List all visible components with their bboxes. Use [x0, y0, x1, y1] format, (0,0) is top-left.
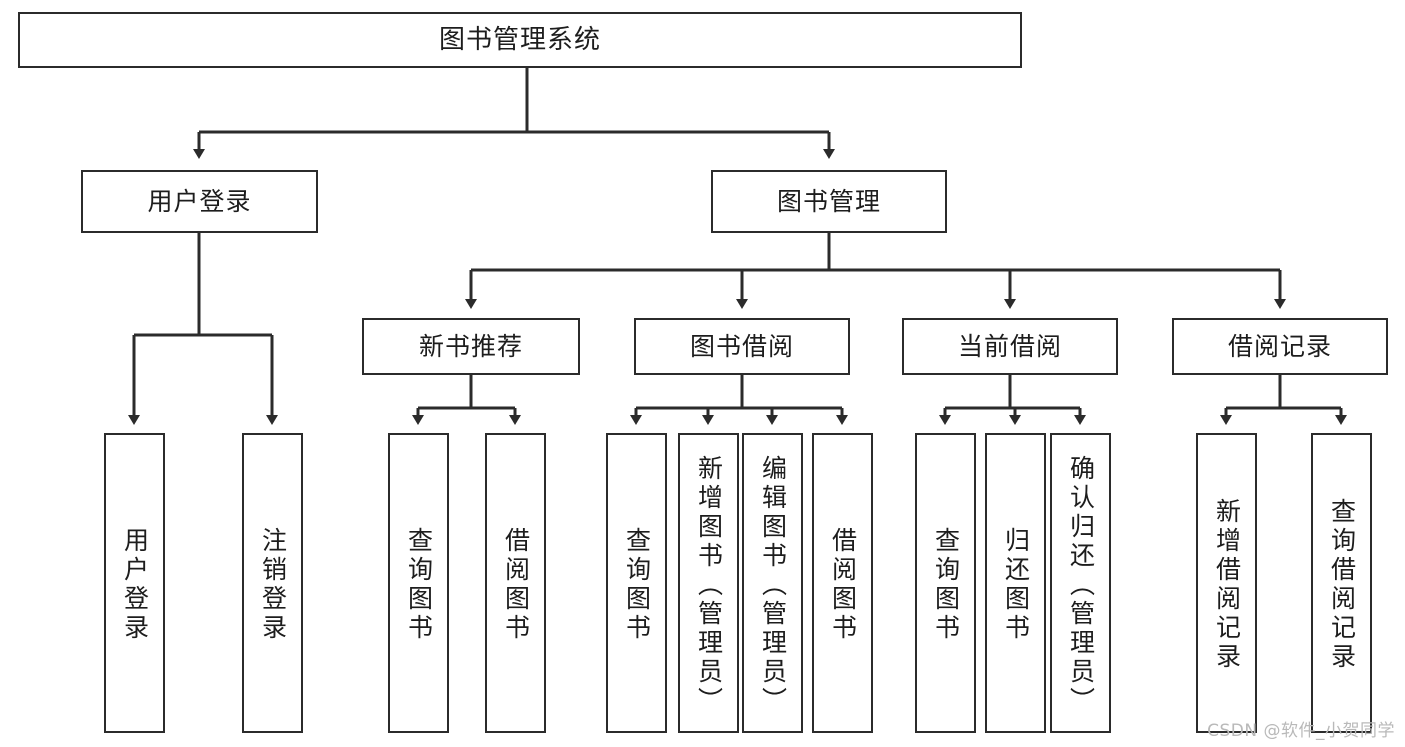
- node-current-borrow[interactable]: 当前借阅: [902, 318, 1118, 375]
- node-label: 借阅图书: [501, 527, 531, 643]
- leaf-current-borrow-return-book[interactable]: 归还图书: [985, 433, 1046, 733]
- node-label: 新增图书（管理员）: [694, 454, 724, 716]
- node-book-management[interactable]: 图书管理: [711, 170, 947, 233]
- node-label: 当前借阅: [957, 332, 1062, 361]
- node-label: 确认归还（管理员）: [1066, 454, 1096, 716]
- leaf-book-borrow-query-book[interactable]: 查询图书: [606, 433, 667, 733]
- leaf-new-book-query-book[interactable]: 查询图书: [388, 433, 449, 733]
- node-label: 用户登录: [120, 527, 150, 643]
- leaf-user-login-login[interactable]: 用户登录: [104, 433, 165, 733]
- leaf-book-borrow-edit-book-admin[interactable]: 编辑图书（管理员）: [742, 433, 803, 733]
- leaf-current-borrow-confirm-return-admin[interactable]: 确认归还（管理员）: [1050, 433, 1111, 733]
- node-label: 注销登录: [258, 527, 288, 643]
- node-label: 借阅记录: [1227, 332, 1332, 361]
- node-new-book-recommend[interactable]: 新书推荐: [362, 318, 580, 375]
- node-book-borrow[interactable]: 图书借阅: [634, 318, 850, 375]
- node-label: 编辑图书（管理员）: [758, 454, 788, 716]
- node-label: 图书管理: [776, 187, 881, 216]
- node-label: 查询图书: [404, 527, 434, 643]
- leaf-new-book-borrow-book[interactable]: 借阅图书: [485, 433, 546, 733]
- leaf-book-borrow-add-book-admin[interactable]: 新增图书（管理员）: [678, 433, 739, 733]
- leaf-current-borrow-query-book[interactable]: 查询图书: [915, 433, 976, 733]
- leaf-book-borrow-borrow-book[interactable]: 借阅图书: [812, 433, 873, 733]
- node-label: 新增借阅记录: [1212, 498, 1242, 672]
- watermark-text: CSDN @软件_小贺同学: [1207, 721, 1395, 741]
- leaf-borrow-record-query-record[interactable]: 查询借阅记录: [1311, 433, 1372, 733]
- node-user-login[interactable]: 用户登录: [81, 170, 318, 233]
- node-label: 图书借阅: [689, 332, 794, 361]
- node-borrow-record[interactable]: 借阅记录: [1172, 318, 1388, 375]
- node-label: 查询图书: [622, 527, 652, 643]
- node-label: 新书推荐: [418, 332, 523, 361]
- node-label: 查询借阅记录: [1327, 498, 1357, 672]
- node-label: 图书管理系统: [438, 25, 601, 55]
- node-root-book-management-system[interactable]: 图书管理系统: [18, 12, 1022, 68]
- leaf-user-login-logout[interactable]: 注销登录: [242, 433, 303, 733]
- node-label: 借阅图书: [828, 527, 858, 643]
- node-label: 归还图书: [1001, 527, 1031, 643]
- leaf-borrow-record-add-record[interactable]: 新增借阅记录: [1196, 433, 1257, 733]
- node-label: 用户登录: [147, 187, 252, 216]
- node-label: 查询图书: [931, 527, 961, 643]
